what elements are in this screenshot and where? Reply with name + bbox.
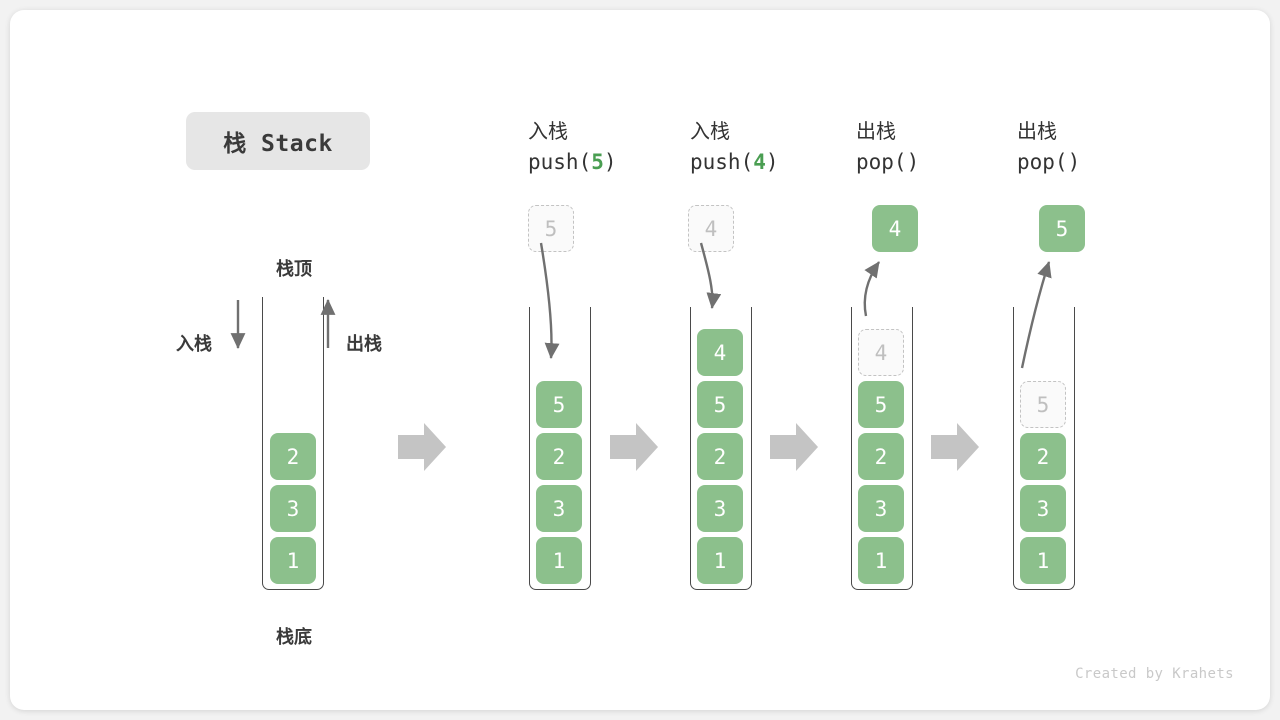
stack-cell: 3 xyxy=(697,485,743,532)
column-header-cjk: 出栈 xyxy=(1017,119,1057,143)
diagram-title-chip: 栈 Stack xyxy=(186,112,370,170)
column-header-code: pop() xyxy=(856,149,920,174)
column-header-cjk: 出栈 xyxy=(856,119,896,143)
stack-cell: 1 xyxy=(1020,537,1066,584)
ghost-cell-incoming: 5 xyxy=(528,205,574,252)
stack-cell: 2 xyxy=(858,433,904,480)
column-header-cjk: 入栈 xyxy=(528,119,568,143)
stack-cell: 2 xyxy=(1020,433,1066,480)
pop-side-label: 出栈 xyxy=(346,334,382,355)
stack-cell: 4 xyxy=(697,329,743,376)
column-header-code: push(4) xyxy=(690,149,779,174)
stack-cell: 5 xyxy=(697,381,743,428)
stack-cell: 5 xyxy=(536,381,582,428)
stack-cell: 1 xyxy=(270,537,316,584)
stack-cell: 3 xyxy=(1020,485,1066,532)
stack-container-pop-2 xyxy=(1013,307,1075,590)
stack-cell: 1 xyxy=(536,537,582,584)
ghost-cell-removed: 5 xyxy=(1020,381,1066,428)
column-header-code: pop() xyxy=(1017,149,1081,174)
stack-cell: 5 xyxy=(858,381,904,428)
credit-footer: Created by Krahets xyxy=(1075,666,1234,682)
stack-bottom-label: 栈底 xyxy=(276,627,312,648)
column-header-push-4: 入栈 push(4) xyxy=(690,117,779,178)
stack-cell: 3 xyxy=(536,485,582,532)
stack-cell: 2 xyxy=(697,433,743,480)
stack-container-push-4 xyxy=(690,307,752,590)
column-header-code: push(5) xyxy=(528,149,617,174)
stack-container-push-5 xyxy=(529,307,591,590)
column-header-cjk: 入栈 xyxy=(690,119,730,143)
stack-cell: 3 xyxy=(270,485,316,532)
stack-container-pop-1 xyxy=(851,307,913,590)
stack-cell: 1 xyxy=(697,537,743,584)
stack-cell: 2 xyxy=(270,433,316,480)
ghost-cell-incoming: 4 xyxy=(688,205,734,252)
push-side-label: 入栈 xyxy=(176,334,212,355)
popped-cell: 5 xyxy=(1039,205,1085,252)
ghost-cell-removed: 4 xyxy=(858,329,904,376)
diagram-title-text: 栈 Stack xyxy=(223,131,333,157)
stack-cell: 2 xyxy=(536,433,582,480)
popped-cell: 4 xyxy=(872,205,918,252)
diagram-canvas: 栈 Stack 栈顶 入栈 出栈 栈底 2 3 1 入栈 push(5) 5 5… xyxy=(10,10,1270,710)
column-header-push-5: 入栈 push(5) xyxy=(528,117,617,178)
column-header-pop-1: 出栈 pop() xyxy=(856,117,919,178)
stack-cell: 3 xyxy=(858,485,904,532)
column-header-pop-2: 出栈 pop() xyxy=(1017,117,1080,178)
stack-top-label: 栈顶 xyxy=(276,259,312,280)
stack-cell: 1 xyxy=(858,537,904,584)
stack-container-initial xyxy=(262,297,324,590)
